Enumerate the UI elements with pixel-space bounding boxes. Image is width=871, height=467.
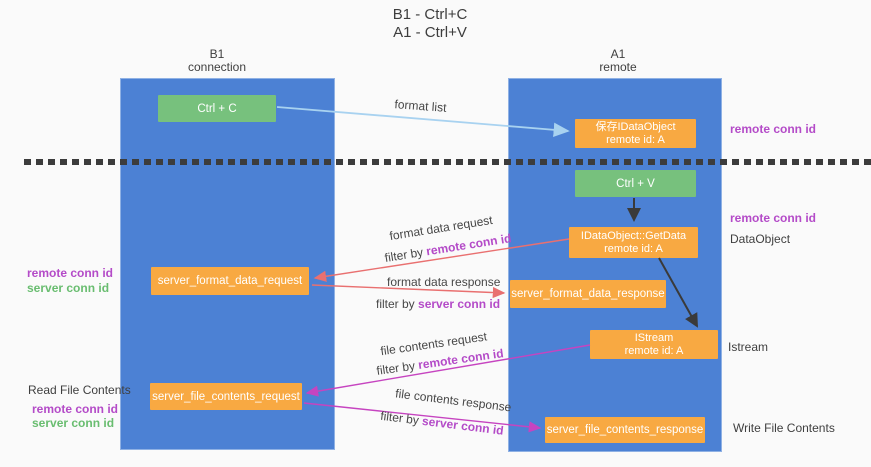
node-save-idataobject: 保存IDataObject remote id: A: [575, 119, 696, 148]
node-idataobject-getdata: IDataObject::GetData remote id: A: [569, 227, 698, 258]
label-format-list: format list: [394, 97, 447, 115]
label-filter-server-conn-id-2: filter by server conn id: [379, 408, 505, 438]
node-server-format-data-response: server_format_data_response: [510, 280, 666, 308]
left-remote-conn-id-bottom: remote conn id: [32, 402, 119, 416]
right-remote-conn-id-mid: remote conn id: [730, 211, 817, 225]
save-idataobject-line1: 保存IDataObject: [595, 120, 676, 133]
ctrl-v-label: Ctrl + V: [616, 177, 655, 190]
save-idataobject-line2: remote id: A: [606, 133, 665, 146]
title-line-1: B1 - Ctrl+C: [392, 6, 468, 23]
ctrl-c-label: Ctrl + C: [197, 102, 237, 115]
server-format-data-response-label: server_format_data_response: [511, 288, 665, 300]
node-istream: IStream remote id: A: [590, 330, 718, 359]
istream-line2: remote id: A: [624, 344, 684, 357]
node-ctrl-v: Ctrl + V: [575, 170, 696, 197]
left-server-conn-id-bottom: server conn id: [32, 416, 115, 430]
node-ctrl-c: Ctrl + C: [158, 95, 276, 122]
label-file-contents-response: file contents response: [394, 386, 513, 415]
server-file-contents-request-label: server_file_contents_request: [152, 390, 300, 403]
getdata-line2: remote id: A: [604, 242, 663, 255]
filter-by-text: filter by: [379, 408, 424, 428]
getdata-line1: IDataObject::GetData: [580, 229, 687, 242]
column-a1-role: remote: [599, 60, 637, 74]
title-line-2: A1 - Ctrl+V: [393, 24, 467, 41]
node-server-file-contents-response: server_file_contents_response: [545, 417, 705, 443]
column-header-a1: A1 remote: [548, 48, 688, 74]
right-write-file-contents-label: Write File Contents: [733, 421, 835, 435]
node-server-format-data-request: server_format_data_request: [151, 267, 309, 295]
server-conn-id-text: server conn id: [418, 297, 501, 311]
server-conn-id-text: server conn id: [421, 413, 505, 438]
column-a1-name: A1: [610, 47, 626, 61]
column-b1-role: connection: [187, 60, 247, 74]
column-header-b1: B1 connection: [147, 48, 287, 74]
server-format-data-request-label: server_format_data_request: [157, 275, 303, 287]
left-server-conn-id-mid: server conn id: [27, 281, 110, 295]
left-remote-conn-id-mid: remote conn id: [27, 266, 114, 280]
diagram-title: B1 - Ctrl+C A1 - Ctrl+V: [300, 6, 560, 42]
istream-line1: IStream: [634, 331, 674, 344]
label-format-data-response: format data response: [387, 275, 501, 289]
label-filter-server-conn-id-1: filter by server conn id: [376, 297, 500, 311]
column-b1-name: B1: [209, 47, 225, 61]
server-file-contents-response-label: server_file_contents_response: [546, 424, 704, 436]
filter-by-text: filter by: [383, 244, 428, 265]
left-read-file-contents-label: Read File Contents: [28, 383, 131, 397]
filter-by-text: filter by: [375, 358, 420, 378]
right-remote-conn-id-top: remote conn id: [730, 122, 817, 136]
right-istream-label: Istream: [728, 340, 769, 354]
clipboard-boundary-dashed-line: [24, 159, 871, 165]
node-server-file-contents-request: server_file_contents_request: [150, 383, 302, 410]
filter-by-text: filter by: [376, 297, 419, 311]
right-dataobject-label: DataObject: [730, 232, 791, 246]
